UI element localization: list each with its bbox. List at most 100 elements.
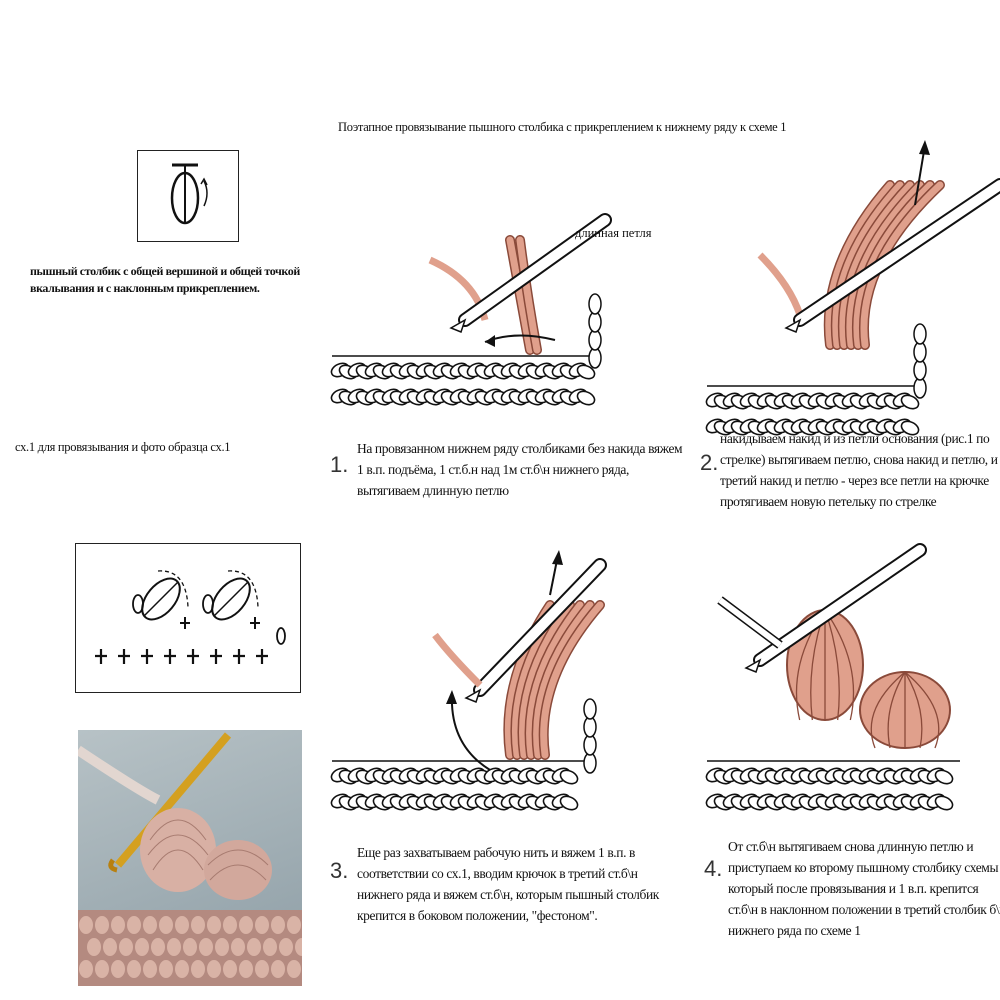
chain-stitch	[583, 752, 597, 774]
photo-stitch	[159, 960, 173, 978]
chain-stitch	[913, 377, 927, 399]
photo-stitch	[295, 938, 302, 956]
yarn-loop	[825, 181, 894, 349]
photo-stitch	[287, 916, 301, 934]
chain-stitch	[588, 329, 602, 351]
photo-stitch	[271, 960, 285, 978]
step-1-illustration	[330, 213, 612, 406]
step-3-illustration	[330, 550, 607, 811]
base-row-stitch	[576, 364, 596, 380]
photo-stitch	[135, 938, 149, 956]
working-yarn	[718, 597, 782, 648]
base-row-stitch	[934, 769, 954, 785]
single-crochet-symbol	[118, 649, 130, 664]
single-crochet-symbol	[164, 649, 176, 664]
puff-stitch-strand	[904, 671, 940, 749]
photo-stitch	[79, 916, 93, 934]
chain-stitch	[913, 359, 927, 381]
step-3-number: 3.	[330, 858, 349, 883]
crochet-hook-tip	[464, 688, 482, 703]
single-crochet-symbol	[233, 649, 245, 664]
chain-symbol	[202, 594, 214, 614]
photo-stitch	[207, 916, 221, 934]
photo-stitch	[95, 916, 109, 934]
step-2-illustration	[705, 140, 1000, 436]
chain-symbol	[276, 627, 286, 645]
puff-stitch-strand	[824, 609, 855, 721]
photo-stitch	[255, 916, 269, 934]
photo-stitch	[199, 938, 213, 956]
photo-stitch	[255, 960, 269, 978]
puff-stitch-symbol	[141, 577, 181, 621]
yarn-loop	[526, 601, 584, 759]
base-row-stitch	[900, 420, 920, 436]
chain-stitch	[583, 698, 597, 720]
base-row-stitch	[559, 795, 579, 811]
chain-stitch	[583, 716, 597, 738]
crochet-hook	[475, 560, 605, 695]
photo-stitch	[151, 938, 165, 956]
crochet-hook-tip	[784, 318, 802, 333]
chain-stitch	[588, 293, 602, 315]
chain-stitch	[583, 734, 597, 756]
photo-stitch	[239, 916, 253, 934]
step-2-number: 2.	[700, 450, 719, 475]
page-title: Поэтапное провязывание пышного столбика …	[338, 120, 787, 134]
step-4-text: От ст.б\н вытягиваем снова длинную петлю…	[728, 839, 1000, 938]
crochet-hook	[755, 545, 925, 665]
photo-stitch	[183, 938, 197, 956]
yarn-loop	[516, 236, 541, 354]
crochet-hook	[795, 180, 1000, 325]
photo-stitch	[223, 916, 237, 934]
sample-photo	[78, 730, 302, 986]
crochet-hook	[460, 215, 610, 325]
puff-stitch-strand	[887, 671, 906, 749]
puff-stitch-strand	[870, 671, 906, 749]
photo-stitch	[79, 960, 93, 978]
photo-stitch	[127, 960, 141, 978]
arrow	[450, 694, 491, 771]
yarn-loop	[832, 181, 904, 349]
arrow-head-icon	[446, 690, 457, 704]
photo-stitch	[191, 916, 205, 934]
step-4-number: 4.	[704, 856, 723, 881]
single-crochet-symbol	[187, 649, 199, 664]
single-crochet-symbol	[210, 649, 222, 664]
puff-stitch-line	[143, 581, 179, 617]
photo-stitch	[175, 916, 189, 934]
chain-stitch	[913, 323, 927, 345]
base-row-stitch	[559, 769, 579, 785]
yarn-loop	[506, 236, 534, 354]
step-4-illustration	[705, 543, 960, 811]
step-1-number: 1.	[330, 452, 349, 477]
working-yarn	[432, 632, 483, 688]
base-row-stitch	[900, 394, 920, 410]
photo-stitch	[167, 938, 181, 956]
yarn-loop	[533, 601, 594, 759]
arrow	[914, 144, 926, 206]
step-2-text: накидываем накид и из петли основания (р…	[720, 431, 998, 509]
working-yarn	[757, 252, 804, 317]
single-crochet-symbol	[141, 649, 153, 664]
direction-arc	[227, 570, 259, 608]
puff-stitch-line	[213, 581, 249, 617]
single-crochet-symbol	[256, 649, 268, 664]
puff-stitch-symbol	[211, 577, 251, 621]
step-1-text: На провязанном нижнем ряду столбиками бе…	[357, 441, 683, 498]
yarn-loop	[846, 181, 924, 349]
single-crochet-symbol	[95, 649, 107, 664]
long-loop-label: длинная петля	[575, 226, 652, 240]
photo-stitch	[215, 938, 229, 956]
photo-stitch	[231, 938, 245, 956]
photo-stitch	[143, 916, 157, 934]
symbol-caption: пышный столбик с общей вершиной и общей …	[30, 264, 300, 295]
arrow	[484, 334, 556, 343]
single-crochet-symbol	[250, 617, 260, 629]
photo-stitch	[127, 916, 141, 934]
scheme-caption: сх.1 для провязывания и фото образца сх.…	[15, 440, 231, 454]
photo-stitch	[191, 960, 205, 978]
arrow-head-icon	[552, 550, 563, 565]
arrow-head-icon	[919, 140, 930, 155]
photo-stitch	[263, 938, 277, 956]
sample-photo-image	[78, 732, 302, 986]
